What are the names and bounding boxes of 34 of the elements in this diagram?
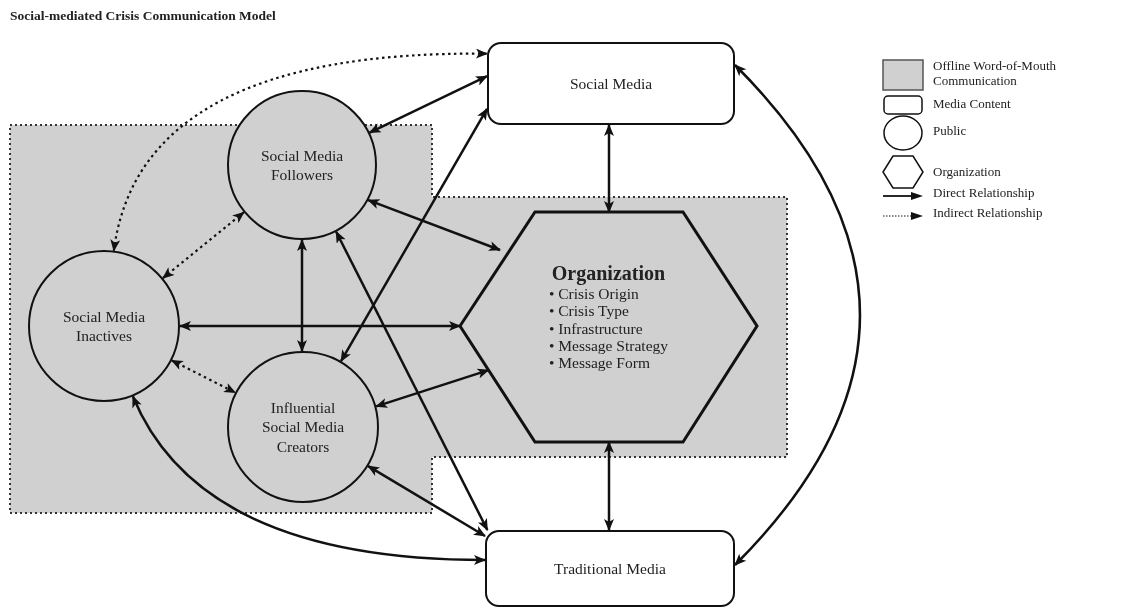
diagram-title: Social-mediated Crisis Communication Model	[10, 8, 276, 24]
double-arrow	[367, 464, 486, 538]
list-item: • Infrastructure	[548, 319, 643, 337]
list-item: • Crisis Type	[548, 302, 629, 320]
double-arrow	[335, 230, 489, 531]
node-label: Traditional Media	[553, 558, 667, 579]
legend-label: Offline Word-of-Mouth Communication	[933, 59, 1058, 89]
double-dotted-arrow	[111, 48, 488, 252]
double-arrow	[131, 395, 486, 565]
legend-label: Media Content	[933, 97, 1012, 112]
list-item: • Message Strategy	[548, 336, 669, 355]
double-arrow	[179, 321, 461, 331]
double-arrow	[375, 368, 490, 408]
legend-label: Direct Relationship	[933, 186, 1036, 201]
double-dotted-arrow	[162, 211, 245, 279]
media-box	[485, 530, 735, 607]
node-label: Social Media Followers	[259, 145, 345, 185]
node-label: Influential Social Media Creators	[260, 397, 346, 457]
double-arrow	[604, 124, 614, 213]
double-arrow	[734, 64, 861, 566]
double-arrow	[339, 107, 489, 363]
double-arrow	[368, 75, 488, 134]
node-label: Social Media	[568, 73, 654, 94]
media-box	[487, 42, 735, 125]
node-label: Social Media Inactives	[61, 306, 147, 346]
legend-label: Public	[933, 124, 968, 139]
double-arrow	[297, 239, 307, 352]
list-item: • Crisis Origin	[548, 284, 639, 303]
list-item: • Message Form	[548, 354, 650, 372]
legend-label: Organization	[933, 165, 1002, 180]
node-heading: Organization	[551, 262, 666, 285]
legend-label: Indirect Relationship	[933, 206, 1044, 221]
double-arrow	[367, 198, 501, 252]
double-dotted-arrow	[170, 359, 237, 394]
